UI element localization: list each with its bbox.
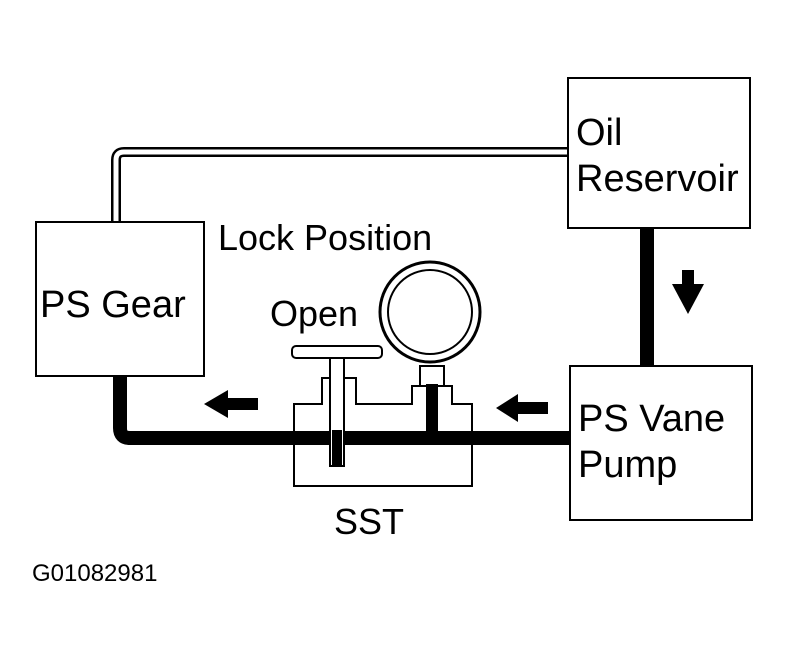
gauge-connector — [426, 384, 438, 432]
pressure-gauge-outer — [378, 260, 482, 364]
ps-vane-pump-label-line2: Pump — [578, 444, 678, 486]
valve-handle — [291, 345, 383, 359]
ps-gear-label: PS Gear — [40, 284, 186, 326]
sst-label: SST — [334, 501, 405, 542]
oil-reservoir-label-line2: Reservoir — [576, 158, 739, 200]
figure-code: G01082981 — [32, 560, 158, 587]
oil-reservoir-label-line1: Oil — [576, 112, 623, 154]
lock-position-label: Lock Position — [218, 217, 433, 258]
pressure-line — [113, 376, 570, 445]
ps-gear-box — [35, 221, 205, 377]
oil-reservoir-box — [567, 77, 751, 229]
arrow-left-icon — [204, 390, 258, 418]
ps-vane-pump-label-line1: PS Vane — [578, 398, 726, 440]
open-label: Open — [270, 293, 359, 334]
return-hose-inner — [113, 149, 570, 222]
return-hose — [111, 147, 570, 222]
gauge-stem — [419, 365, 445, 387]
arrow-down-icon — [672, 270, 704, 314]
pressure-gauge-inner — [387, 269, 473, 355]
ps-vane-pump-box — [569, 365, 753, 521]
valve-stem-core — [332, 430, 342, 466]
arrow-left-icon — [496, 394, 548, 422]
